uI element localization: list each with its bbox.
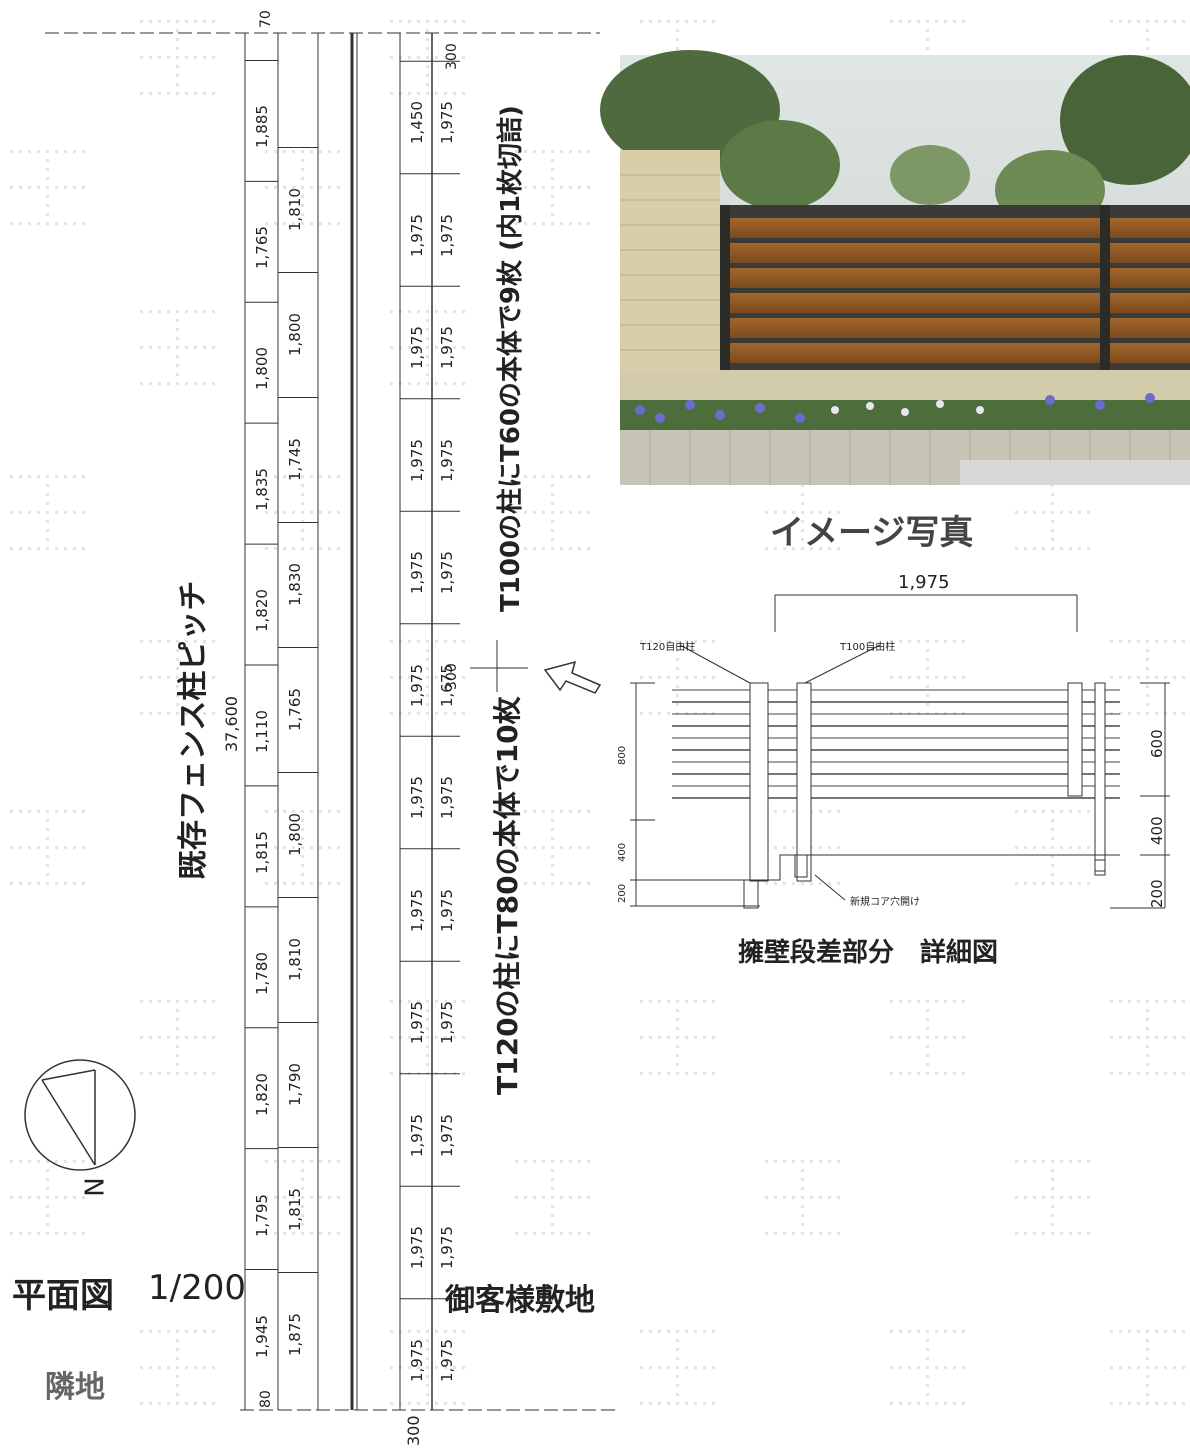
- existing-pitch-outer: 1,800: [253, 347, 271, 391]
- plan-scale: 1/200: [148, 1268, 246, 1308]
- new-pitch-b: 1,975: [438, 326, 456, 370]
- new-pitch-b: 1,975: [438, 776, 456, 820]
- new-edge-top: 300: [444, 43, 460, 70]
- dim-200-left: 200: [617, 883, 628, 903]
- existing-pitch-label: 既存フェンス柱ピッチ: [176, 580, 211, 880]
- existing-pitch-inner: 1,800: [286, 312, 304, 356]
- plan-title: 平面図: [12, 1276, 114, 1316]
- post-t100-label: T100自由柱: [840, 642, 896, 653]
- existing-pitch-outer: 1,835: [253, 468, 271, 512]
- photo-caption: イメージ写真: [770, 513, 974, 553]
- new-pitch-a: 1,450: [408, 101, 426, 145]
- new-pitch-a: 1,975: [408, 776, 426, 820]
- new-pitch-a: 1,975: [408, 1226, 426, 1270]
- note-t120: T120の柱にT80の本体で10枚: [491, 696, 524, 1095]
- edge-top: 70: [258, 10, 274, 28]
- new-pitch-a: 1,975: [408, 551, 426, 595]
- existing-pitch-outer: 1,795: [253, 1193, 271, 1237]
- existing-pitch-outer: 1,945: [253, 1314, 271, 1358]
- existing-pitch-inner: 1,800: [286, 812, 304, 856]
- new-pitch-b: 1,975: [438, 1001, 456, 1045]
- existing-pitch-outer: 1,765: [253, 226, 271, 270]
- existing-pitch-outer: 1,780: [253, 951, 271, 995]
- detail-elevation: [630, 594, 1170, 909]
- detail-title: 擁壁段差部分 詳細図: [738, 938, 999, 968]
- existing-pitch-inner: 1,745: [286, 437, 304, 481]
- new-pitch-b: 1,975: [438, 213, 456, 257]
- detail-span: 1,975: [898, 572, 950, 593]
- new-pitch-a: 1,975: [408, 1113, 426, 1157]
- note-t100: T100の柱にT60の本体で9枚 (内1枚切詰): [496, 105, 526, 612]
- new-pitch-a: 1,975: [408, 663, 426, 707]
- neighbor-label: 隣地: [45, 1370, 105, 1405]
- new-pitch-a: 1,975: [408, 438, 426, 482]
- customer-site-label: 御客様敷地: [445, 1283, 595, 1318]
- new-pitch-b: 1,975: [438, 438, 456, 482]
- existing-pitch-outer: 1,885: [253, 105, 271, 149]
- new-pitch-a: 1,975: [408, 326, 426, 370]
- existing-pitch-outer: 1,820: [253, 1072, 271, 1116]
- existing-pitch-inner: 1,790: [286, 1062, 304, 1106]
- dim-400-right: 400: [1148, 816, 1166, 845]
- existing-pitch-outer: 1,110: [253, 710, 271, 753]
- new-pitch-b: 1,975: [438, 551, 456, 595]
- existing-pitch-inner: 1,810: [286, 937, 304, 981]
- existing-pitch-inner: 1,810: [286, 187, 304, 231]
- image-photo: [600, 50, 1190, 485]
- existing-pitch-inner: 1,875: [286, 1312, 304, 1356]
- new-pitch-a: 1,975: [408, 213, 426, 257]
- north-arrow: [24, 1059, 136, 1171]
- new-pitch-a: 1,975: [408, 1338, 426, 1382]
- plan-dimension-ticks: [245, 59, 460, 1300]
- north-label: N: [80, 1177, 111, 1197]
- new-pitch-b: 1,975: [438, 888, 456, 932]
- plan-view: [45, 32, 620, 1411]
- new-pitch-a: 1,975: [408, 888, 426, 932]
- existing-pitch-inner: 1,830: [286, 562, 304, 606]
- new-pitch-a: 1,975: [408, 1001, 426, 1045]
- new-pitch-b: 1,975: [438, 1338, 456, 1382]
- dim-200-right: 200: [1148, 879, 1166, 908]
- new-pitch-b: 1,975: [438, 101, 456, 145]
- dim-800: 800: [617, 745, 628, 765]
- dim-600: 600: [1148, 729, 1166, 758]
- post-t120-label: T120自由柱: [640, 642, 696, 653]
- existing-pitch-outer: 1,820: [253, 589, 271, 633]
- new-pitch-b: 1,975: [438, 1113, 456, 1157]
- existing-pitch-outer: 1,815: [253, 830, 271, 874]
- new-edge-bottom: 300: [404, 1415, 423, 1446]
- total-length: 37,600: [222, 696, 241, 752]
- core-hole-note: 新規コア穴開け: [850, 897, 920, 908]
- existing-pitch-inner: 1,815: [286, 1187, 304, 1231]
- dim-400-left: 400: [617, 842, 628, 862]
- edge-bottom: 80: [258, 1390, 274, 1408]
- new-pitch-b: 1,675: [438, 663, 456, 707]
- existing-pitch-inner: 1,765: [286, 687, 304, 731]
- new-pitch-b: 1,975: [438, 1226, 456, 1270]
